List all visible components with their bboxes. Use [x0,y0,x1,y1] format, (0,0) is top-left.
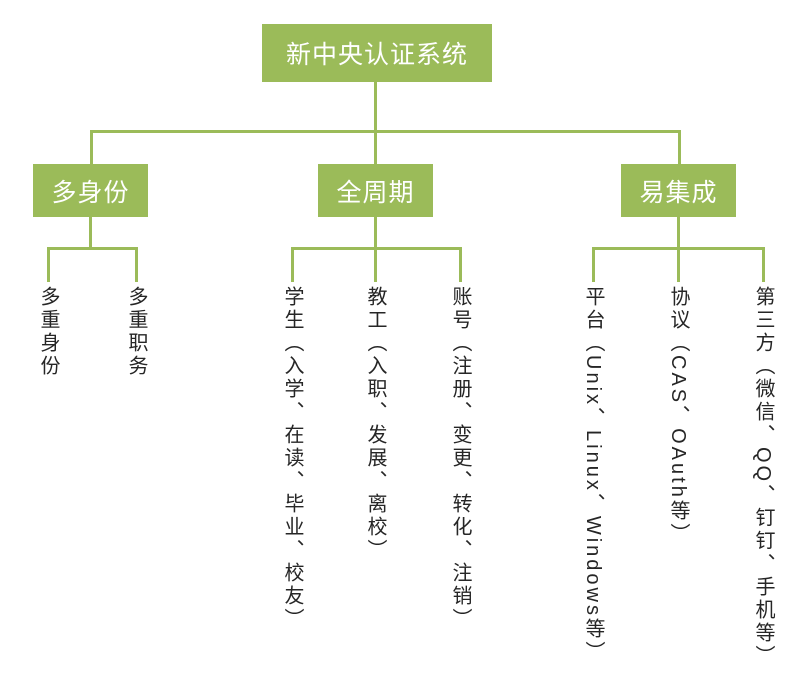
leaf-multiple-duties: 多重职务 [125,286,147,378]
connector-branch2 [291,247,462,282]
connector-level1 [90,130,681,164]
leaf-platforms: 平台（Unix、Linux、Windows等） [582,286,604,664]
leaf-third-party: 第三方（微信、QQ、钉钉、手机等） [752,286,774,669]
leaf-accounts: 账号（注册、变更、转化、注销） [449,286,471,631]
branch-node-easy-integration: 易集成 [621,164,736,217]
leaf-multiple-identities: 多重身份 [37,286,59,378]
leaf-protocols: 协议（CAS、OAuth等） [667,286,689,546]
leaf-students: 学生（入学、在读、毕业、校友） [281,286,303,631]
branch-node-full-cycle: 全周期 [318,164,433,217]
root-node: 新中央认证系统 [262,24,492,82]
connector-branch1 [47,247,138,282]
leaf-staff: 教工（入职、发展、离校） [364,286,386,562]
connector-branch3 [592,247,765,282]
branch-node-multi-identity: 多身份 [33,164,148,217]
